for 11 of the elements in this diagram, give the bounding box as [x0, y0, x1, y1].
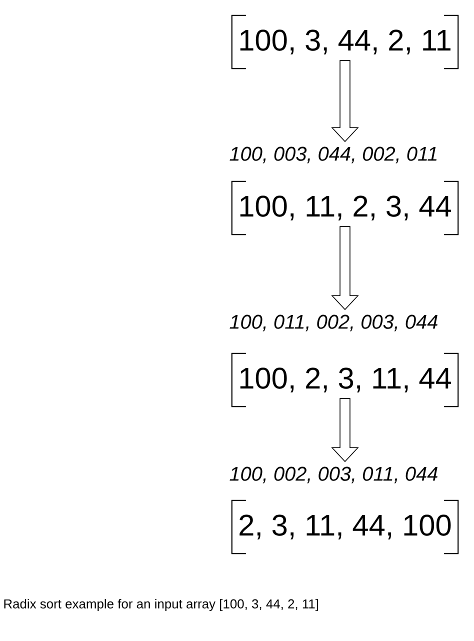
bracketed-array: 100, 2, 3, 11, 44: [231, 352, 459, 408]
bracketed-array: 100, 3, 44, 2, 11: [231, 14, 459, 70]
hollow-arrow: [331, 60, 359, 142]
caption: Radix sort example for an input array [100, 3, 44, 2, 11]: [4, 598, 318, 612]
hollow-arrow: [331, 398, 359, 462]
bracketed-array: 100, 11, 2, 3, 44: [231, 180, 459, 236]
bracketed-array: 2, 3, 11, 44, 100: [231, 500, 459, 554]
digit-label: 100, 003, 044, 002, 011: [230, 146, 437, 164]
digit-label: 100, 002, 003, 011, 044: [230, 466, 438, 484]
hollow-arrow: [331, 226, 359, 310]
digit-label: 100, 011, 002, 003, 044: [230, 314, 438, 332]
